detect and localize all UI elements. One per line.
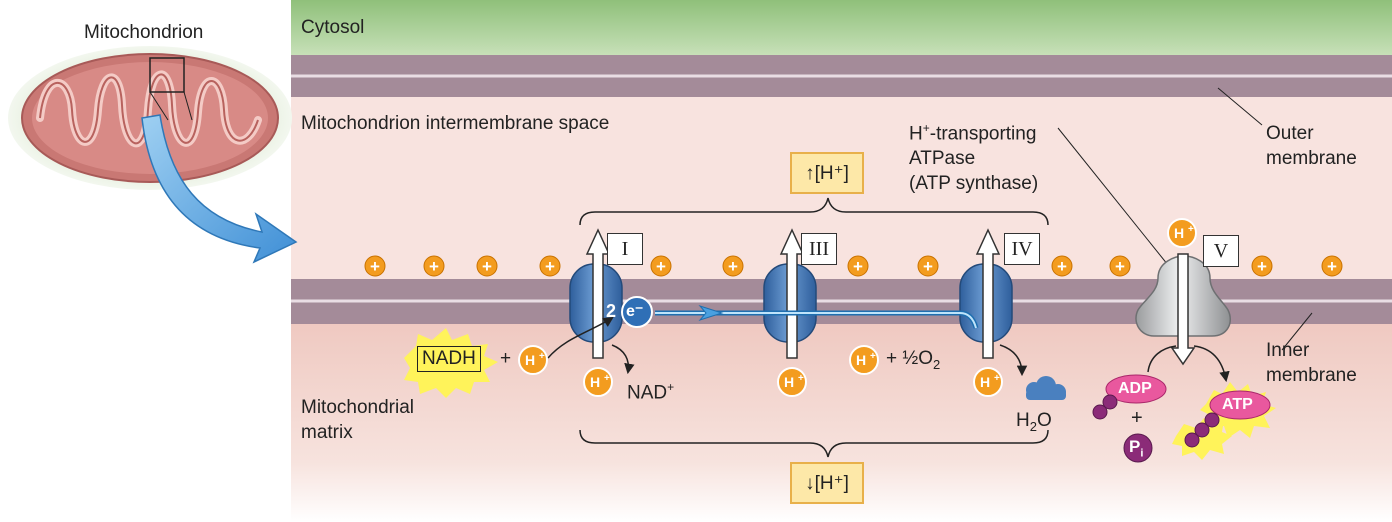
proton-charge-3 — [539, 255, 561, 277]
proton-charge-11 — [1321, 255, 1343, 277]
pi-label: Pi — [1129, 437, 1144, 460]
water-arrow — [999, 344, 1028, 377]
atp-phosphates — [1184, 412, 1220, 448]
proton-charge-5 — [722, 255, 744, 277]
nadh-arrow — [547, 316, 614, 359]
adp-arrow — [1147, 345, 1177, 373]
h-ion-label-4: H — [980, 374, 990, 390]
cytosol-region — [291, 0, 1392, 55]
h-ion-0 — [518, 345, 548, 375]
proton-charge-0 — [364, 255, 386, 277]
h-ion-charge-1: + — [604, 373, 610, 384]
complex-iii-label: III — [801, 233, 837, 265]
complex-v-label: V — [1203, 235, 1239, 267]
adp-oval — [1105, 374, 1167, 404]
pump-arrow-v — [1170, 253, 1196, 366]
phosphate-pi-circle — [1123, 433, 1153, 463]
nadh-label: NADH — [417, 346, 481, 372]
atp-label: ATP — [1222, 396, 1253, 413]
mitochondrion-label: Mitochondrion — [84, 22, 204, 43]
h-ion-label-0: H — [525, 352, 535, 368]
adp-phosphates — [1092, 394, 1118, 420]
proton-charge-sign-5: + — [728, 257, 738, 276]
oxygen-label: + ½O2 — [886, 348, 941, 372]
proton-charge-sign-11: + — [1327, 257, 1337, 276]
proton-charge-7 — [917, 255, 939, 277]
h-ion-label-3: H — [856, 352, 866, 368]
h-ion-label-2: H — [784, 374, 794, 390]
proton-charge-9 — [1109, 255, 1131, 277]
h-ion-3 — [849, 345, 879, 375]
proton-charge-6 — [847, 255, 869, 277]
electron-circle — [621, 296, 653, 328]
pump-arrow-iii — [779, 228, 805, 359]
electron-label: e⁻ — [626, 303, 644, 320]
h-ion-charge-2: + — [798, 373, 804, 384]
h-ion-1 — [583, 367, 613, 397]
proton-charge-sign-2: + — [482, 257, 492, 276]
h-ion-2 — [777, 367, 807, 397]
cytosol-label: Cytosol — [301, 17, 365, 38]
low-proton-box: ↓[H⁺] — [790, 462, 864, 504]
h-ion-charge-3: + — [870, 351, 876, 362]
pump-arrow-i — [585, 228, 611, 359]
adp-label: ADP — [1118, 380, 1152, 397]
electron-count: 2 — [606, 301, 617, 321]
water-molecule-icon — [1026, 376, 1066, 400]
h-ion-label-1: H — [590, 374, 600, 390]
brace-top — [579, 197, 1049, 226]
nad-label: NAD+ — [627, 380, 675, 404]
proton-charge-sign-3: + — [545, 257, 555, 276]
intermembrane-label: Mitochondrion intermembrane space — [301, 113, 610, 134]
pump-arrow-iv — [975, 228, 1001, 359]
h-ion-charge-4: + — [994, 373, 1000, 384]
complex-iv-label: IV — [1004, 233, 1040, 265]
proton-charge-sign-0: + — [370, 257, 380, 276]
atp-arrow — [1193, 345, 1230, 383]
inner-membrane-leader — [1281, 312, 1313, 351]
atp-synthase-label: H+-transporting ATPase (ATP synthase) — [909, 121, 1039, 195]
proton-charge-8 — [1051, 255, 1073, 277]
proton-charge-1 — [423, 255, 445, 277]
proton-charge-sign-6: + — [853, 257, 863, 276]
proton-charges: + + + + + + + + + + + + — [364, 255, 1343, 277]
brace-bottom — [579, 429, 1049, 458]
atp-chain-burst — [1172, 418, 1232, 460]
complex-i-label: I — [607, 233, 643, 265]
high-proton-box: ↑[H⁺] — [790, 152, 864, 194]
nad-arrow — [611, 344, 635, 375]
atp-oval — [1209, 390, 1271, 420]
electron-transport-path — [655, 304, 979, 329]
atp-synthase-leader — [1057, 127, 1173, 271]
proton-charge-4 — [650, 255, 672, 277]
proton-charge-sign-4: + — [656, 257, 666, 276]
water-label: H2O — [1016, 410, 1052, 434]
proton-charge-sign-8: + — [1057, 257, 1067, 276]
outer-membrane-leader — [1217, 87, 1263, 126]
nadh-plus: + — [500, 348, 512, 369]
h-ion-4 — [973, 367, 1003, 397]
proton-charge-sign-10: + — [1257, 257, 1267, 276]
proton-ions: H + H + H + H + H + H + — [518, 218, 1197, 397]
h-ion-5 — [1167, 218, 1197, 248]
proton-charge-sign-1: + — [429, 257, 439, 276]
zoom-box — [149, 57, 185, 93]
h-ion-charge-5: + — [1188, 224, 1194, 235]
proton-charge-2 — [476, 255, 498, 277]
proton-charge-sign-7: + — [923, 257, 933, 276]
proton-charge-sign-9: + — [1115, 257, 1125, 276]
adp-plus: + — [1131, 407, 1143, 429]
h-ion-label-5: H — [1174, 225, 1184, 241]
zoom-arrow — [141, 114, 298, 264]
h-ion-charge-0: + — [539, 351, 545, 362]
proton-charge-10 — [1251, 255, 1273, 277]
